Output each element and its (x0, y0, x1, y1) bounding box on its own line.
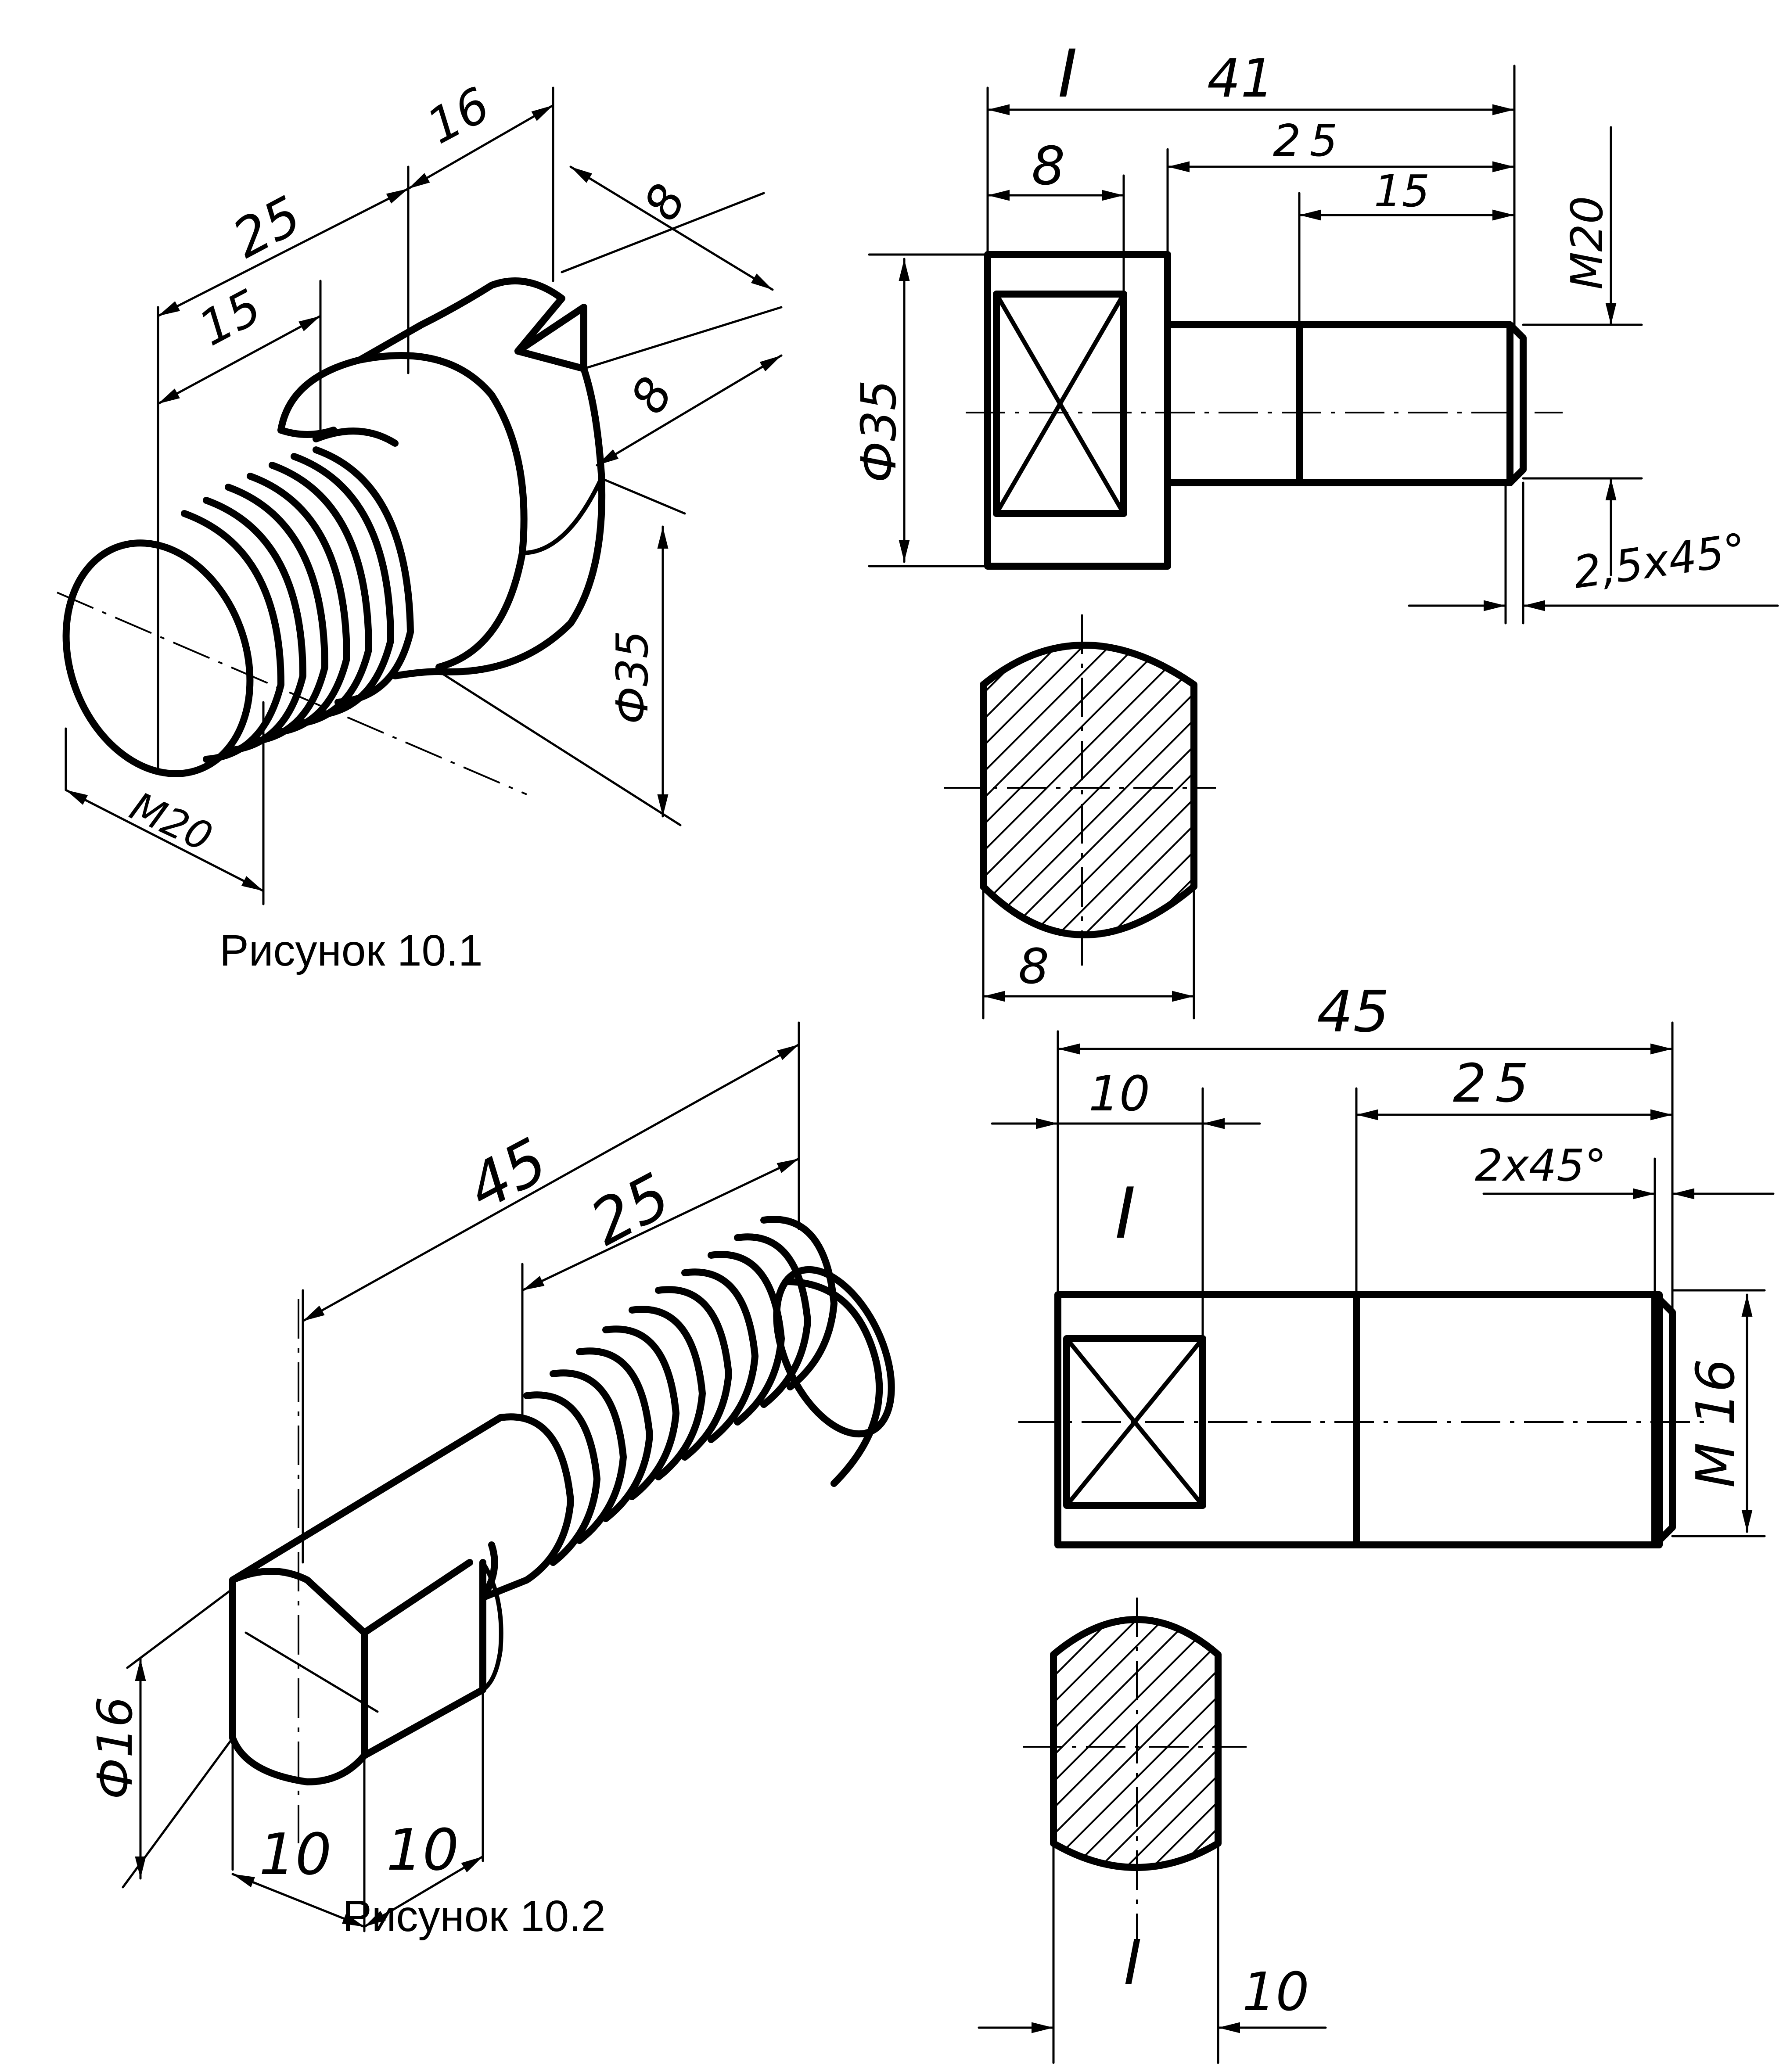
hatch-line (1053, 1620, 1054, 1867)
fig1-iso-thread-end (62, 539, 254, 777)
hatch-line (1053, 645, 1194, 935)
hatch-line (1132, 1620, 1218, 1867)
fig1-ortho-dim-chamfer: 2,5x45° (1570, 524, 1749, 599)
fig1-ortho-head (984, 251, 1171, 570)
hatch-line (1053, 1620, 1081, 1867)
fig2-ortho-dim-45: 45 (1317, 978, 1389, 1045)
fig2-iso-dim-45: 45 (456, 1124, 559, 1225)
fig2-iso-head (229, 1559, 486, 1785)
fig1-ortho-dim-8: 8 (1032, 136, 1065, 197)
fig2-caption: Рисунок 10.2 (342, 1892, 606, 1941)
fig1-ortho-thread (1296, 321, 1513, 486)
hatch-line (1079, 1620, 1218, 1867)
fig1-section-dim-8: 8 (1018, 938, 1049, 995)
fig2-section-hatching (1053, 1620, 1218, 1867)
hatch-line (983, 645, 984, 935)
fig2-section: I 10 (978, 1598, 1327, 2064)
fig2-ortho-section-mark: I (1115, 1172, 1136, 1254)
hatch-line (983, 645, 1010, 935)
hatch-line (1053, 1620, 1218, 1867)
hatch-line (1053, 1620, 1186, 1867)
hatch-line (1158, 1620, 1218, 1867)
fig2-ortho-dim-10: 10 (1089, 1066, 1150, 1122)
fig2-isometric: 45 25 Ф16 10 10 (87, 1021, 895, 1932)
hatch-line (983, 645, 1194, 935)
hatch-line (983, 645, 1194, 935)
hatch-line (1053, 1620, 1218, 1867)
hatch-line (1211, 1620, 1218, 1867)
fig1-orthographic-view: I 41 8 25 15 M20 Ф35 2,5x45° (851, 36, 1779, 625)
hatch-line (1079, 645, 1194, 935)
fig1-ortho-dim-m20: M20 (1561, 196, 1613, 290)
fig1-ortho-dim-d35: Ф35 (851, 380, 907, 483)
fig1-iso-dim-25: 25 (223, 185, 311, 270)
fig1-ortho-dim-25: 25 (1273, 115, 1346, 166)
fig2-iso-dim-10-right: 10 (386, 1817, 459, 1883)
fig2-ortho-dim-m16: M 16 (1686, 1359, 1747, 1488)
fig1-ortho-dim-41: 41 (1207, 48, 1274, 109)
fig2-iso-shank-top (229, 1414, 504, 1584)
hatch-line (1184, 1620, 1218, 1867)
fig2-iso-dim-d16: Ф16 (87, 1696, 143, 1799)
hatch-line (1053, 1620, 1212, 1867)
fig2-orthographic-view: I 45 10 25 2x45° M 16 (991, 978, 1775, 1548)
hatch-line (983, 645, 1194, 935)
fig1-ortho-dim-15: 15 (1374, 165, 1430, 217)
fig2-section-mark: I (1124, 1927, 1142, 1999)
fig2-section-dim-10: 10 (1242, 1962, 1309, 2023)
fig1-ortho-flat (993, 291, 1127, 517)
fig2-iso-dim-10-left: 10 (259, 1821, 331, 1888)
hatch-line (1105, 1620, 1218, 1867)
fig2-ortho-dim-25: 25 (1453, 1053, 1538, 1114)
fig1-iso-dimension-lines (65, 104, 783, 892)
fig1-iso-thread-turns (181, 446, 414, 763)
hatch-line (1184, 645, 1194, 935)
fig2-ortho-flat (1063, 1335, 1206, 1509)
fig1-caption: Рисунок 10.1 (219, 926, 483, 975)
fig1-isometric: 16 25 15 8 8 Ф35 M20 (57, 76, 783, 905)
fig2-ortho-dim-chamfer: 2x45° (1475, 1140, 1607, 1191)
fig1-section: 8 (944, 614, 1216, 1020)
fig2-iso-dim-25: 25 (579, 1160, 682, 1260)
hatch-line (983, 645, 1089, 935)
hatch-line (983, 645, 1116, 935)
fig1-iso-dim-d35: Ф35 (607, 631, 658, 724)
hatch-line (983, 645, 1194, 935)
fig1-iso-dim-m20: M20 (123, 783, 219, 861)
hatch-line (1026, 645, 1194, 935)
hatch-line (1053, 1620, 1133, 1867)
hatch-line (983, 645, 1168, 935)
fig1-section-hatching (983, 645, 1194, 935)
hatch-line (1053, 1620, 1218, 1867)
hatch-line (1053, 1620, 1218, 1867)
hatch-line (1053, 1620, 1160, 1867)
hatch-line (1158, 645, 1194, 935)
hatch-line (1132, 645, 1194, 935)
fig1-ortho-section-mark: I (1058, 36, 1077, 112)
hatch-line (1000, 645, 1194, 935)
hatch-line (1053, 1620, 1107, 1867)
fig1-iso-dim-15: 15 (190, 278, 270, 357)
hatch-line (983, 645, 1142, 935)
fig1-iso-dim-8-side: 8 (620, 368, 684, 423)
fig1-iso-dim-8-top: 8 (633, 175, 697, 230)
hatch-line (983, 645, 1194, 935)
